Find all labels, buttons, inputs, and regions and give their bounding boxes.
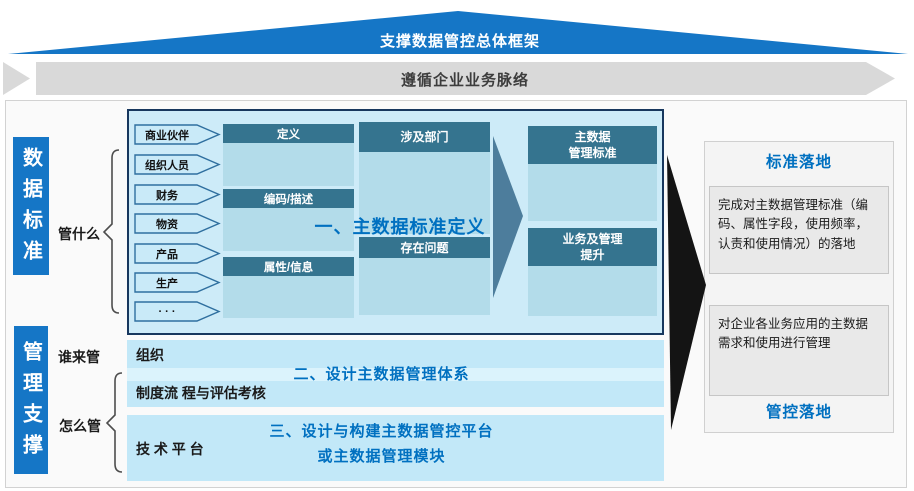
domain-label: 商业伙伴 [145,129,189,142]
analysis-header: 存在问题 [359,237,490,258]
rail-mgmt-support: 管理支撑 [14,326,48,474]
domain-arrow: 组织人员 [134,154,221,175]
tech-platform-row: 技 术 平 台 [127,415,664,481]
analysis-header: 涉及部门 [359,122,490,152]
roof-title: 支撑数据管控总体框架 [379,32,540,50]
analysis-box: 存在问题 [359,237,490,315]
domain-arrow: 商业伙伴 [134,124,221,145]
aspect-box: 定义 [223,124,354,186]
flow-banner-chevron-icon [3,62,30,95]
control-landing-desc: 对企业各业务应用的主数据需求和使用进行管理 [709,305,889,396]
domain-label: 组织人员 [145,159,189,172]
step3-line2: 或主数据管理模块 [317,448,446,465]
step2-title: 二、设计主数据管理体系 [293,365,470,383]
aspect-header: 定义 [223,124,354,143]
label-manage-what: 管什么 [58,226,100,242]
domain-arrow: 财务 [134,184,221,205]
row-org-label: 组织 [136,347,164,363]
standard-landing-title: 标准落地 [765,154,832,171]
domain-arrow: 物资 [134,213,221,234]
aspect-header: 编码/描述 [223,189,354,208]
aspect-box: 属性/信息 [223,257,354,318]
control-landing-title: 管控落地 [765,404,832,421]
flow-banner-title: 遵循企业业务脉络 [400,71,529,89]
output-header-line: 提升 [580,248,605,262]
org-process-row: 组织 制度流 程与评估考核 [127,340,664,407]
step3-line1: 三、设计与构建主数据管控平台 [269,423,494,440]
domain-label: 生产 [156,277,178,290]
domain-label: 财务 [156,189,178,202]
aspect-box: 编码/描述 [223,189,354,251]
analysis-box: 涉及部门 [359,122,490,234]
domain-arrow: 生产 [134,272,221,293]
domain-arrow: 产品 [134,243,221,264]
output-box: 主数据 管理标准 [528,126,657,221]
standard-landing-desc: 完成对主数据管理标准（编码、属性字段，使用频率，认责和使用情况）的落地 [709,186,889,274]
output-header-line: 主数据 [574,130,611,144]
domain-label: 物资 [156,218,178,231]
output-header-line: 业务及管理 [562,232,623,246]
label-how-to-manage: 怎么管 [59,418,101,434]
rail-data-standard: 数据标准 [13,137,49,275]
step1-title: 一、主数据标准定义 [314,217,486,237]
domain-label: · · · [158,305,176,318]
output-header-line: 管理标准 [568,146,617,160]
framework-body: 数据标准 管理支撑 管什么 谁来管 怎么管 商业伙伴 组织人员 财务 物资 产品… [5,100,907,488]
row-process-label: 制度流 程与评估考核 [136,385,266,401]
aspect-header: 属性/信息 [223,257,354,276]
landing-panel: 标准落地 完成对主数据管理标准（编码、属性字段，使用频率，认责和使用情况）的落地… [704,141,894,433]
output-header: 主数据 管理标准 [528,126,657,164]
roof-triangle [8,11,908,54]
flow-banner-arrow [36,62,895,95]
top-banner-shapes [3,11,908,95]
row-platform-label: 技 术 平 台 [136,441,204,457]
domain-arrow: · · · [134,301,221,322]
row-stripe [127,368,664,381]
step3-title: 三、设计与构建主数据管控平台 或主数据管理模块 [249,419,514,471]
domain-label: 产品 [156,248,178,261]
output-box: 业务及管理 提升 [528,228,657,316]
label-who-manages: 谁来管 [58,349,100,365]
output-header: 业务及管理 提升 [528,228,657,266]
